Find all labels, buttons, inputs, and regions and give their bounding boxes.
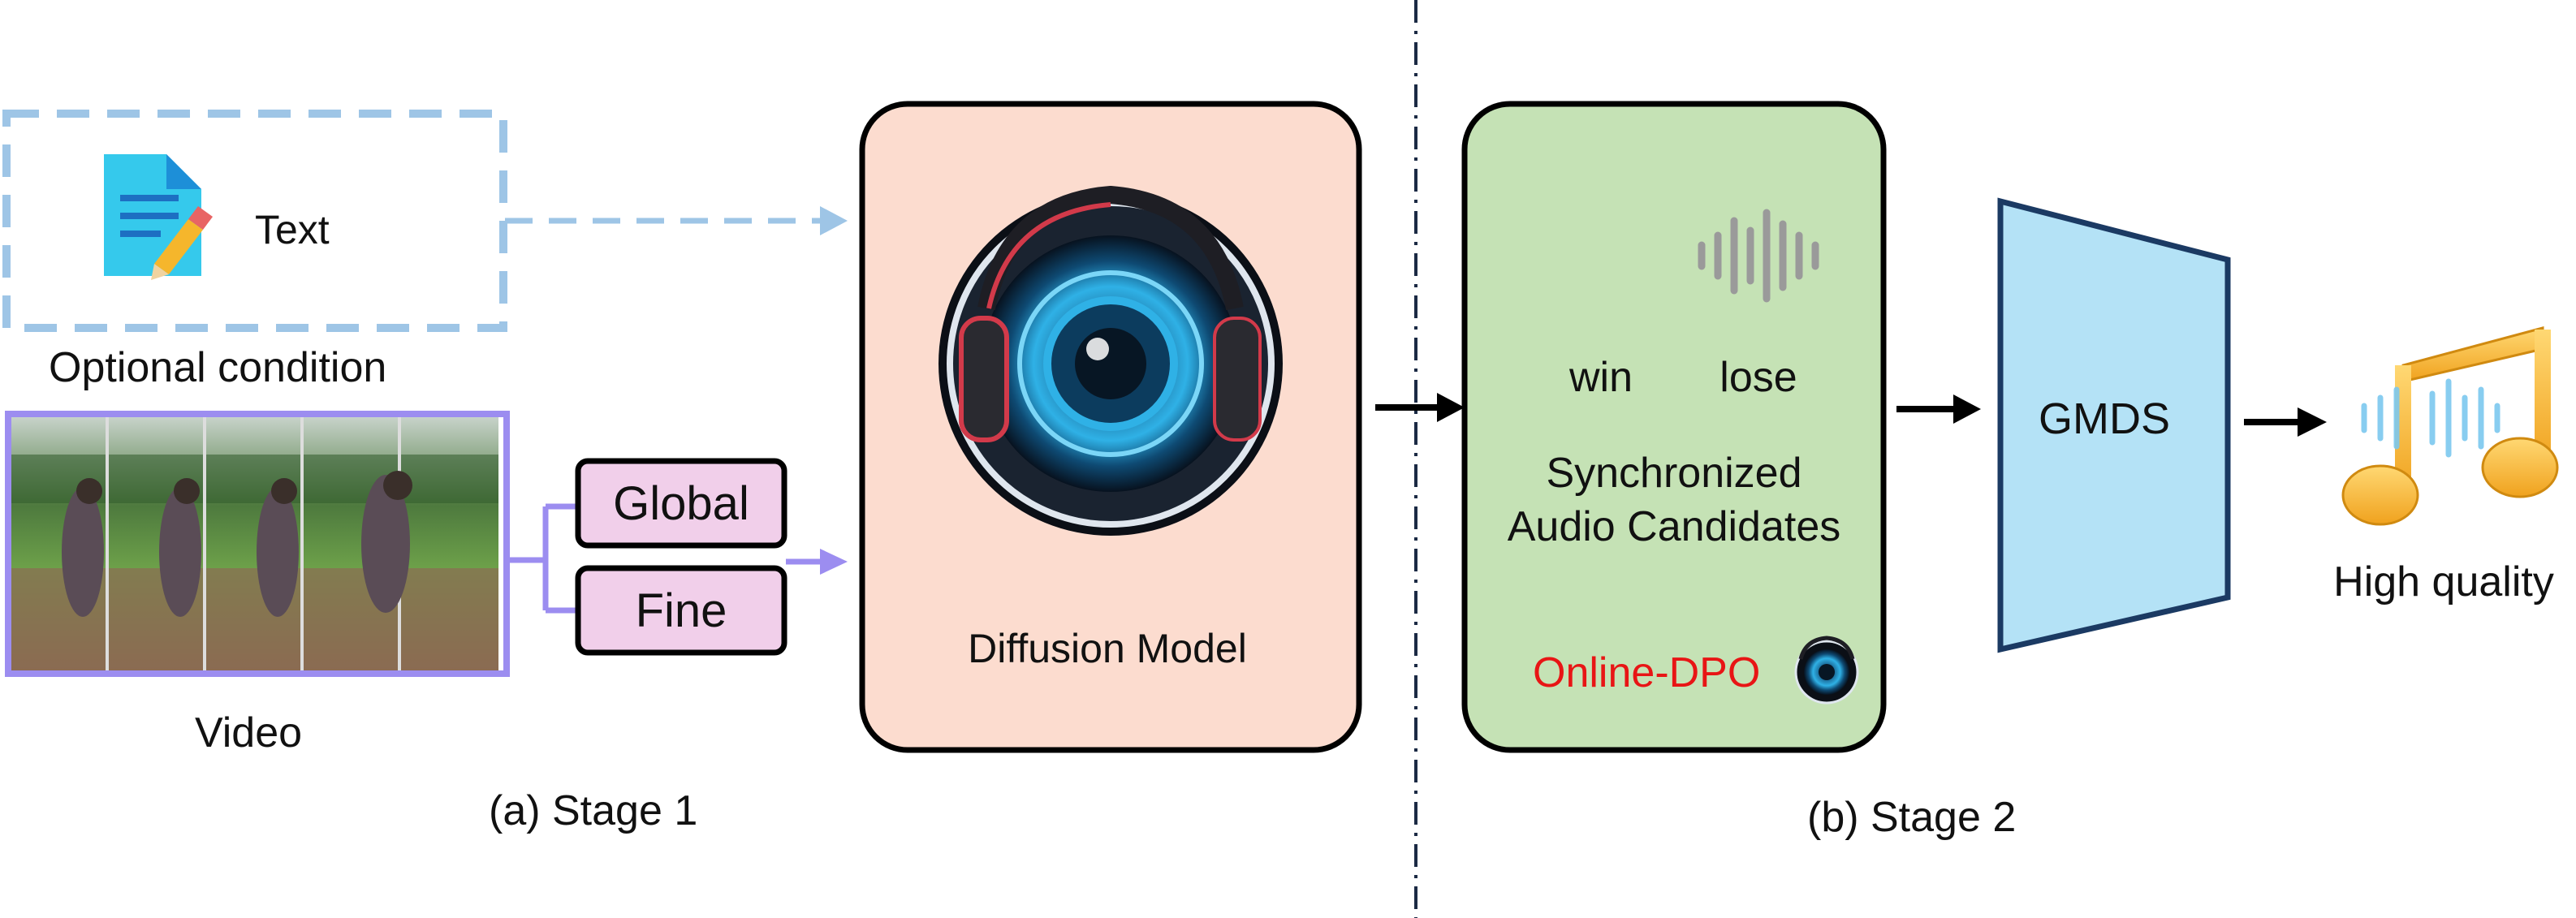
gmds-label: GMDS [2039, 394, 2170, 443]
lose-waveform-icon [1698, 209, 1819, 303]
fine-arrow-head [820, 549, 848, 575]
stage2-caption: (b) Stage 2 [1807, 794, 2016, 841]
lose-label: lose [1719, 354, 1797, 401]
small-camera-logo [1794, 636, 1859, 705]
optional-condition-label: Optional condition [49, 344, 386, 391]
gmds-block [1997, 197, 2231, 653]
headphone-camera-logo [938, 185, 1283, 536]
global-label: Global [613, 477, 749, 530]
global-box [575, 458, 787, 549]
video-label: Video [195, 709, 302, 756]
document-icon [104, 154, 213, 280]
candidates-arrow-head [1437, 393, 1465, 422]
text-condition-box [2, 110, 507, 332]
candidates-line1: Synchronized [1546, 450, 1801, 497]
text-label: Text [255, 207, 330, 252]
online-dpo-label: Online-DPO [1533, 649, 1760, 696]
fine-box [575, 565, 787, 656]
stage1-caption: (a) Stage 1 [489, 787, 697, 834]
high-quality-label: High quality [2333, 558, 2554, 606]
win-waveform-icon [1519, 204, 1657, 308]
video-border [5, 411, 510, 677]
candidates-line2: Audio Candidates [1508, 503, 1841, 550]
video-connector [510, 503, 578, 614]
video-frames [10, 416, 498, 674]
gmds-arrow-head [1953, 394, 1981, 424]
output-arrow-head [2298, 407, 2327, 437]
music-note-icon [2341, 326, 2559, 526]
win-label: win [1568, 354, 1633, 401]
text-arrow-head [820, 206, 848, 235]
fine-label: Fine [636, 584, 727, 637]
diffusion-model-label: Diffusion Model [968, 626, 1247, 671]
